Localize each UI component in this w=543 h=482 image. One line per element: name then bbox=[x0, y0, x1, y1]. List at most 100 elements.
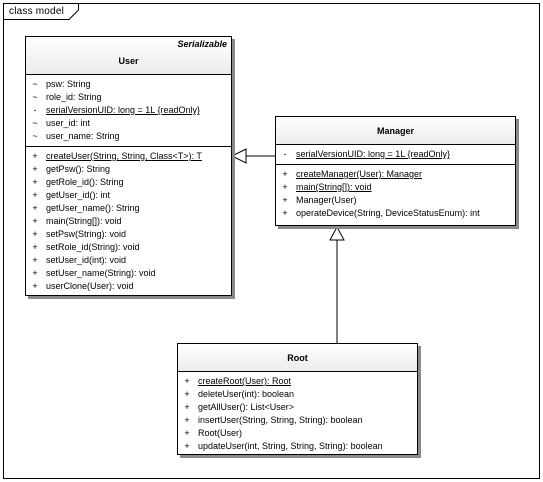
class-root-name: Root bbox=[287, 353, 308, 363]
operation-text: main(String[]): void bbox=[46, 216, 122, 226]
frame-tab: class model bbox=[3, 3, 79, 20]
attribute-row[interactable]: -serialVersionUID: long = 1L {readOnly} bbox=[26, 104, 231, 117]
visibility-marker: + bbox=[32, 177, 38, 187]
visibility-marker: + bbox=[32, 190, 38, 200]
operation-row[interactable]: + setUser_id(int): void bbox=[26, 254, 231, 267]
class-root-operations: + createRoot(User): Root +deleteUser(int):… bbox=[178, 372, 417, 456]
operation-row[interactable]: + userClone(User): void bbox=[26, 280, 231, 293]
attribute-row[interactable]: ~ user_name: String bbox=[26, 130, 231, 143]
operation-row[interactable]: + insertUser(String, String, String): boo… bbox=[178, 414, 417, 427]
visibility-marker: ~ bbox=[32, 92, 38, 102]
operation-row[interactable]: + getUser_name(): String bbox=[26, 202, 231, 215]
operation-text: getAllUser(): List<User> bbox=[198, 402, 295, 412]
class-user-name: User bbox=[118, 56, 139, 66]
attribute-text: serialVersionUID: long = 1L {readOnly} bbox=[296, 149, 451, 159]
attribute-row[interactable]: ~ psw: String bbox=[26, 78, 231, 91]
attribute-row[interactable]: ~user_id: int bbox=[26, 117, 231, 130]
class-user-operations: + createUser(String, String, Class<T>): T… bbox=[26, 147, 231, 296]
operation-row[interactable]: + getUser_id(): int bbox=[26, 189, 231, 202]
attribute-text: role_id: String bbox=[46, 92, 102, 102]
visibility-marker: + bbox=[32, 203, 38, 213]
operation-row[interactable]: +Root(User) bbox=[178, 427, 417, 440]
generalization-manager-to-user bbox=[230, 148, 275, 164]
attribute-text: serialVersionUID: long = 1L {readOnly} bbox=[46, 105, 201, 115]
operation-text: createRoot(User): Root bbox=[198, 376, 292, 386]
visibility-marker: + bbox=[184, 402, 190, 412]
operation-row[interactable]: + setRole_id(String): void bbox=[26, 241, 231, 254]
visibility-marker: - bbox=[283, 149, 287, 159]
visibility-marker: + bbox=[32, 242, 38, 252]
class-user-stereotype: Serializable bbox=[177, 39, 227, 49]
operation-text: userClone(User): void bbox=[46, 281, 134, 291]
operation-row[interactable]: + main(String[]): void bbox=[26, 215, 231, 228]
operation-text: setPsw(String): void bbox=[46, 229, 127, 239]
class-root-header: Root bbox=[178, 344, 417, 372]
operation-row[interactable]: + createUser(String, String, Class<T>): T bbox=[26, 150, 231, 163]
class-manager[interactable]: Manager -serialVersionUID: long = 1L {re… bbox=[275, 116, 516, 226]
operation-row[interactable]: + updateUser(int, String, String, String)… bbox=[178, 440, 417, 453]
operation-text: updateUser(int, String, String, String):… bbox=[198, 441, 383, 451]
visibility-marker: + bbox=[184, 415, 190, 425]
visibility-marker: + bbox=[32, 281, 38, 291]
class-root[interactable]: Root + createRoot(User): Root +deleteUser(… bbox=[177, 343, 418, 455]
operation-text: getUser_name(): String bbox=[46, 203, 140, 213]
visibility-marker: + bbox=[32, 151, 38, 161]
operation-text: getPsw(): String bbox=[46, 164, 111, 174]
operation-text: insertUser(String, String, String): bool… bbox=[198, 415, 363, 425]
operation-row[interactable]: + getAllUser(): List<User> bbox=[178, 401, 417, 414]
operation-text: getUser_id(): int bbox=[46, 190, 111, 200]
operation-row[interactable]: + setPsw(String): void bbox=[26, 228, 231, 241]
operation-row[interactable]: + createManager(User): Manager bbox=[276, 168, 515, 181]
class-manager-operations: + createManager(User): Manager + main(Strin… bbox=[276, 165, 515, 223]
visibility-marker: + bbox=[32, 229, 38, 239]
visibility-marker: + bbox=[184, 389, 190, 399]
visibility-marker: ~ bbox=[32, 79, 38, 89]
frame-label: class model bbox=[9, 6, 64, 17]
operation-row[interactable]: +deleteUser(int): boolean bbox=[178, 388, 417, 401]
visibility-marker: + bbox=[32, 255, 38, 265]
operation-text: setUser_name(String): void bbox=[46, 268, 156, 278]
visibility-marker: + bbox=[184, 441, 190, 451]
operation-text: setRole_id(String): void bbox=[46, 242, 140, 252]
visibility-marker: + bbox=[282, 208, 288, 218]
visibility-marker: + bbox=[282, 182, 288, 192]
operation-text: createManager(User): Manager bbox=[296, 169, 423, 179]
frame-tab-shape bbox=[3, 3, 79, 20]
operation-row[interactable]: + getRole_id(): String bbox=[26, 176, 231, 189]
visibility-marker: + bbox=[184, 376, 190, 386]
class-user-header: Serializable User bbox=[26, 37, 231, 75]
visibility-marker: + bbox=[282, 195, 288, 205]
visibility-marker: + bbox=[184, 428, 190, 438]
class-user-attributes: ~psw: String~role_id: String-serialVersi… bbox=[26, 75, 231, 147]
generalization-root-to-manager bbox=[329, 225, 345, 343]
class-manager-attributes: -serialVersionUID: long = 1L {readOnly} bbox=[276, 145, 515, 165]
visibility-marker: ~ bbox=[32, 131, 38, 141]
diagram-frame bbox=[3, 3, 540, 479]
operation-row[interactable]: + main(String[]): void bbox=[276, 181, 515, 194]
visibility-marker: + bbox=[32, 268, 38, 278]
operation-text: setUser_id(int): void bbox=[46, 255, 127, 265]
visibility-marker: - bbox=[33, 105, 37, 115]
operation-row[interactable]: + operateDevice(String, DeviceStatusEnum)… bbox=[276, 207, 515, 220]
operation-row[interactable]: + Manager(User) bbox=[276, 194, 515, 207]
class-manager-header: Manager bbox=[276, 117, 515, 145]
class-manager-name: Manager bbox=[376, 126, 414, 136]
attribute-text: psw: String bbox=[46, 79, 91, 89]
operation-text: Manager(User) bbox=[296, 195, 357, 205]
operation-text: operateDevice(String, DeviceStatusEnum):… bbox=[296, 208, 480, 218]
attribute-row[interactable]: -serialVersionUID: long = 1L {readOnly} bbox=[276, 148, 515, 161]
operation-row[interactable]: + setUser_name(String): void bbox=[26, 267, 231, 280]
visibility-marker: + bbox=[32, 164, 38, 174]
visibility-marker: + bbox=[282, 169, 288, 179]
operation-text: getRole_id(): String bbox=[46, 177, 124, 187]
attribute-row[interactable]: ~ role_id: String bbox=[26, 91, 231, 104]
visibility-marker: + bbox=[32, 216, 38, 226]
visibility-marker: ~ bbox=[32, 118, 38, 128]
class-user[interactable]: Serializable User ~ psw: String ~ role_id: … bbox=[25, 36, 232, 296]
operation-text: createUser(String, String, Class<T>): T bbox=[46, 151, 202, 161]
operation-row[interactable]: + getPsw(): String bbox=[26, 163, 231, 176]
operation-row[interactable]: + createRoot(User): Root bbox=[178, 375, 417, 388]
attribute-text: user_name: String bbox=[46, 131, 120, 141]
operation-text: main(String[]): void bbox=[296, 182, 372, 192]
